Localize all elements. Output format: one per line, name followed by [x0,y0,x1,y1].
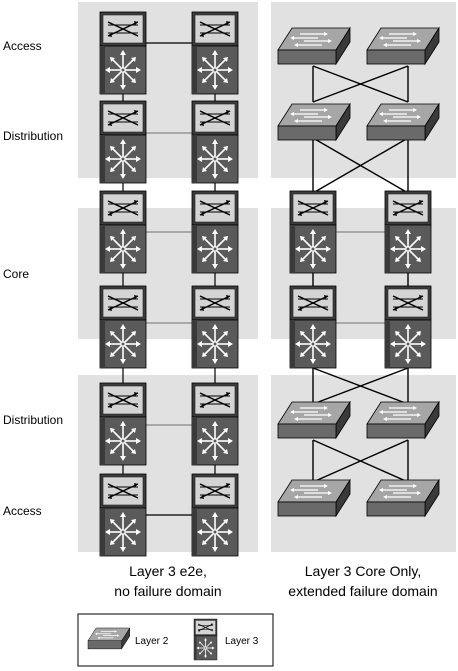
links-right [312,65,409,483]
multilayer-switch-icon [99,11,147,95]
multilayer-switch-icon [289,285,337,369]
links-left-l3 [146,132,192,426]
multilayer-switch-icon [99,100,147,184]
multilayer-switch-icon [191,285,239,369]
workgroup-switch-icon [366,479,440,517]
workgroup-switch-icon [366,103,440,141]
tier-label-access-bottom: Access [3,504,42,518]
multilayer-switch-icon [191,190,239,274]
multilayer-switch-icon [99,190,147,274]
workgroup-switch-icon [277,103,351,141]
workgroup-switch-icon [277,27,351,65]
right-lower-band [271,375,456,552]
tier-label-core: Core [3,267,29,281]
multilayer-switch-icon [99,473,147,557]
multilayer-switch-icon [384,285,432,369]
left-caption-line-1: Layer 3 e2e, [129,563,207,579]
workgroup-switch-icon [277,401,351,439]
multilayer-switch-icon [289,190,337,274]
legend-layer3-label: Layer 3 [225,636,259,647]
captions: Layer 3 e2e, no failure domain Layer 3 C… [114,563,437,599]
tier-label-distribution-bottom: Distribution [3,413,63,427]
tier-labels: Access Distribution Core Distribution Ac… [3,39,63,518]
workgroup-switch-icon [277,479,351,517]
right-caption-line-1: Layer 3 Core Only, [305,563,421,579]
layer2-legend-icon [87,627,131,650]
links-right-core [336,231,385,324]
tier-label-distribution-top: Distribution [3,129,63,143]
legend: Layer 2 Layer 3 [77,613,274,667]
legend-layer2-label: Layer 2 [135,636,169,647]
workgroup-switch-icon [366,27,440,65]
multilayer-switch-icon [191,473,239,557]
multilayer-switch-icon [384,190,432,274]
left-caption-line-2: no failure domain [114,583,221,599]
workgroup-switch-icon [366,401,440,439]
tier-label-access-top: Access [3,39,42,53]
multilayer-switch-icon [191,11,239,95]
multilayer-switch-icon [191,100,239,184]
right-caption-line-2: extended failure domain [288,583,437,599]
multilayer-switch-icon [99,285,147,369]
multilayer-switch-icon [191,382,239,466]
layer3-legend-icon [193,618,218,661]
multilayer-switch-icon [99,382,147,466]
